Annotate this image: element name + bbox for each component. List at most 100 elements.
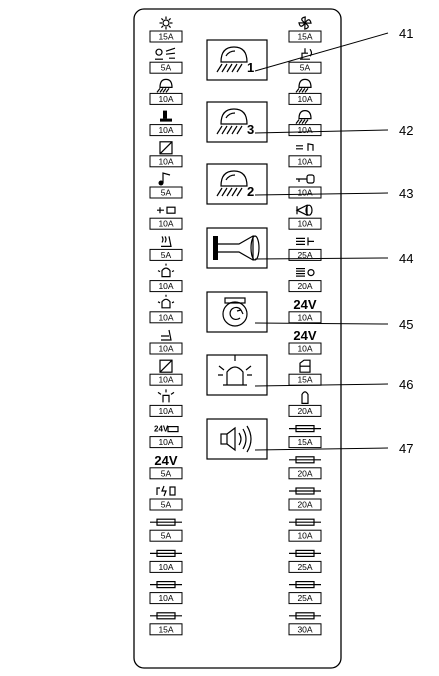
fuse-rating: 25A	[297, 562, 312, 572]
fuse-rating: 10A	[158, 344, 173, 354]
callout-number: 46	[399, 377, 413, 392]
fuse-icon	[289, 580, 321, 589]
callout-line	[254, 383, 389, 387]
fuse-left-16: 5A	[149, 485, 183, 511]
fuse-rating: 20A	[297, 406, 312, 416]
fuse-rating-box	[288, 311, 322, 324]
callout-number: 42	[399, 123, 413, 138]
text-24v-icon: 24V	[293, 297, 316, 312]
fuse-right-12: 15A	[288, 359, 322, 386]
fuse-rating-box	[149, 248, 183, 261]
fuse-rating: 25A	[297, 250, 312, 260]
fuse-icon	[289, 612, 321, 620]
callout-number: 45	[399, 317, 413, 332]
fuse-rating: 10A	[158, 156, 173, 166]
fuse-rating: 15A	[297, 375, 312, 385]
sun-icon	[159, 16, 173, 30]
fuse-left-6: 5A	[149, 172, 183, 199]
relay-box	[206, 418, 268, 460]
fuse-rating: 10A	[297, 188, 312, 198]
relay-5	[206, 291, 268, 333]
fuse-rating-box	[149, 373, 183, 386]
radio-1-icon	[158, 172, 171, 186]
fuse-rating: 10A	[158, 562, 173, 572]
fuse-right-14: 15A	[288, 425, 322, 449]
fuse-icon	[289, 456, 321, 464]
horn-relay-icon	[157, 206, 176, 214]
fuse-left-3: 10A	[149, 78, 183, 105]
fuse-rating: 5A	[161, 188, 172, 198]
fuse-right-6: 10A	[288, 174, 322, 199]
fuse-rating-box	[149, 155, 183, 168]
fuse-icon	[150, 549, 182, 558]
relay-box	[206, 354, 268, 396]
switch-1-icon	[159, 359, 173, 373]
fuse-right-20: 30A	[288, 612, 322, 636]
fuse-rating: 20A	[297, 500, 312, 510]
fuse-rating: 10A	[297, 94, 312, 104]
fuse-right-4: 10A	[288, 109, 322, 137]
rotating-beacon-icon	[157, 389, 175, 403]
fuse-left-7: 10A	[149, 206, 183, 230]
relay-box	[206, 163, 268, 205]
relay-4	[206, 227, 268, 269]
lamp-icon	[301, 391, 309, 404]
fuse-right-7: 10A	[288, 204, 322, 230]
callout-43: 43	[254, 186, 413, 201]
heater-icon	[296, 237, 314, 246]
fuse-left-19: 10A	[149, 580, 183, 605]
fuse-rating: 5A	[300, 63, 311, 73]
svg-text:24V: 24V	[154, 425, 169, 434]
fuse-rating-box	[149, 186, 183, 199]
fuse-left-4: 10A	[149, 110, 183, 137]
fuse-left-5: 10A	[149, 141, 183, 168]
fuse-rating-box	[288, 404, 322, 417]
fuse-rating: 5A	[161, 63, 172, 73]
fuse-rating: 5A	[161, 500, 172, 510]
fuse-rating-box	[149, 592, 183, 605]
fuse-right-17: 10A	[288, 518, 322, 542]
fuse-right-3: 10A	[288, 78, 322, 105]
relay-box	[206, 101, 268, 143]
callout-45: 45	[254, 317, 413, 332]
speaker-relay-icon	[220, 425, 252, 453]
fuse-right-15: 20A	[288, 456, 322, 480]
fuse-rating: 15A	[158, 624, 173, 634]
work-light-relay-icon: 3	[216, 108, 254, 137]
engine-relay-icon	[222, 297, 248, 327]
fuse-rating-box	[149, 92, 183, 105]
fuse-icon	[150, 518, 182, 526]
fuse-left-11: 10A	[149, 329, 183, 355]
fuse-rating: 5A	[161, 531, 172, 541]
fuse-rating: 5A	[161, 250, 172, 260]
relay-7	[206, 418, 268, 460]
horn-relay-icon	[213, 234, 260, 262]
fuse-right-9: 20A	[288, 268, 322, 293]
callout-line	[254, 257, 389, 260]
fuse-rating-box	[288, 498, 322, 511]
fuse-icon	[150, 580, 182, 589]
relay-icon	[156, 485, 176, 497]
text-24v-icon: 24V	[293, 328, 316, 343]
callout-line	[254, 192, 389, 196]
callout-number: 47	[399, 441, 413, 456]
key-icon	[296, 174, 315, 184]
fuse-rating-box	[149, 436, 183, 449]
fuse-rating-box	[149, 124, 183, 137]
fuse-rating: 10A	[158, 312, 173, 322]
fuse-rating: 10A	[297, 312, 312, 322]
fuse-left-12: 10A	[149, 359, 183, 386]
right-fuse-column: 15A5A10A10A10A10A10A25A20A24V10A24V10A15…	[288, 16, 322, 636]
relay-2: 3	[206, 101, 268, 143]
fuse-left-17: 5A	[149, 518, 183, 542]
fuse-left-2: 5A	[149, 47, 183, 74]
fuse-rating: 10A	[158, 593, 173, 603]
fuse-right-1: 15A	[288, 16, 322, 43]
fuse-rating-box	[288, 560, 322, 573]
fuse-rating: 10A	[297, 531, 312, 541]
fuse-rating: 20A	[297, 281, 312, 291]
fuse-rating-box	[288, 186, 322, 199]
